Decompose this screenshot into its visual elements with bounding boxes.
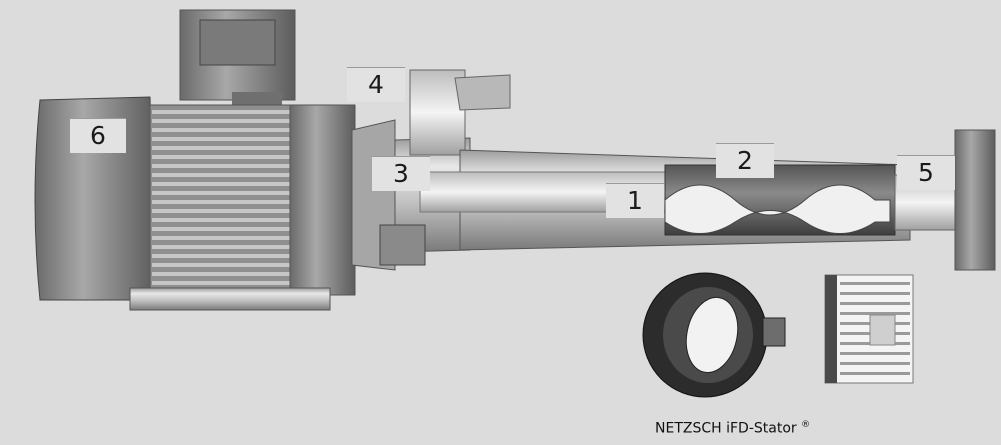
- stator-layer-line: [840, 292, 910, 295]
- stator-layer-line: [840, 362, 910, 365]
- terminal-box: [179, 9, 296, 114]
- cooling-fin: [152, 218, 293, 222]
- cooling-fin: [152, 209, 293, 213]
- cooling-fin: [152, 263, 293, 267]
- motor-foot: [129, 287, 331, 311]
- ifd-stator-side-view: [824, 274, 914, 384]
- label-4: 4: [347, 67, 405, 102]
- cooling-fin: [152, 137, 293, 141]
- cooling-fin: [152, 200, 293, 204]
- label-2: 2: [716, 143, 774, 178]
- stator-layer-line: [840, 282, 910, 285]
- stator-layer-line: [840, 372, 910, 375]
- cooling-fin: [152, 227, 293, 231]
- caption-text: NETZSCH iFD-Stator: [655, 420, 797, 437]
- cooling-fin: [152, 155, 293, 159]
- stator-layer-line: [840, 302, 910, 305]
- label-6: 6: [70, 118, 126, 153]
- stator-section: [664, 164, 896, 236]
- cooling-fin: [152, 146, 293, 150]
- stator-caption: NETZSCH iFD-Stator ®: [655, 420, 810, 437]
- label-1: 1: [606, 183, 664, 218]
- label-5: 5: [897, 155, 955, 190]
- registered-mark: ®: [801, 420, 811, 430]
- cooling-fin: [152, 119, 293, 123]
- cooling-fin: [152, 254, 293, 258]
- cooling-fin: [152, 191, 293, 195]
- label-3: 3: [372, 156, 430, 191]
- stator-layer-line: [840, 312, 910, 315]
- cooling-fin: [152, 245, 293, 249]
- cooling-fin: [152, 164, 293, 168]
- cooling-fin: [152, 272, 293, 276]
- cooling-fin: [152, 281, 293, 285]
- stator-layer-line: [840, 352, 910, 355]
- cooling-fin: [152, 128, 293, 132]
- motor-body: [149, 104, 356, 296]
- cooling-fin: [152, 110, 293, 114]
- cooling-fin: [152, 182, 293, 186]
- ifd-stator-front-view: [642, 272, 786, 398]
- cooling-fin: [152, 236, 293, 240]
- cooling-fin: [152, 173, 293, 177]
- outlet-flange: [894, 129, 996, 271]
- suction-inlet: [409, 69, 511, 156]
